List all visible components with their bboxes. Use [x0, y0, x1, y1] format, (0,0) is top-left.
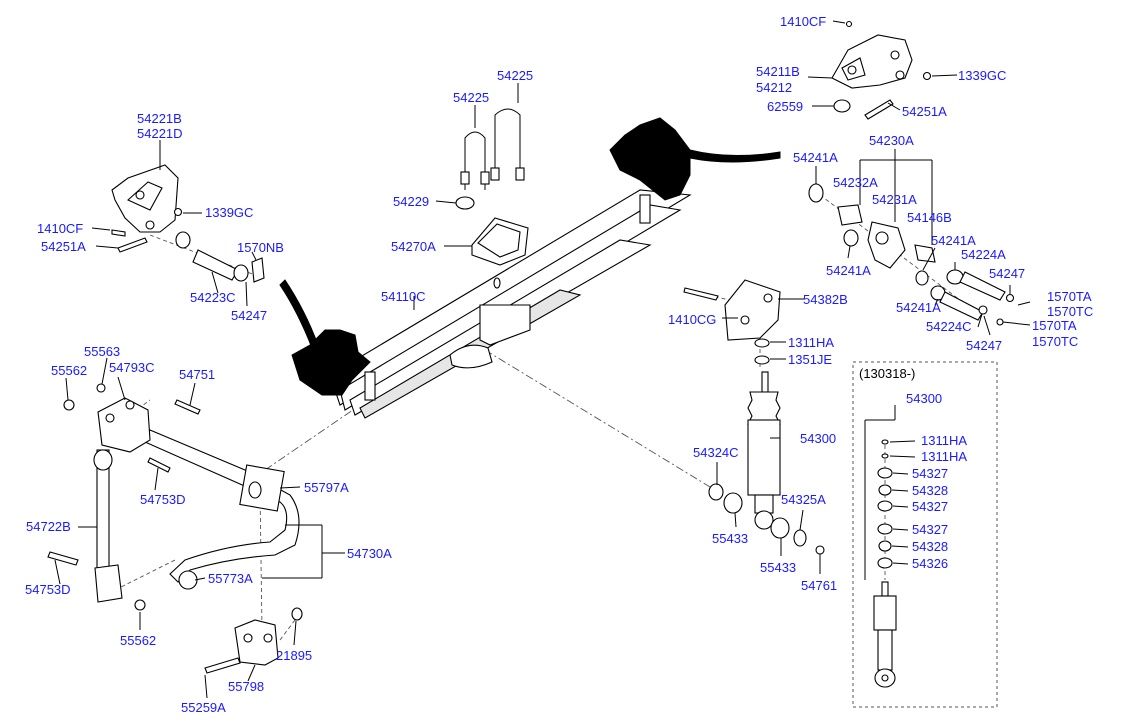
label-54231A[interactable]: 54231A: [872, 192, 917, 207]
label-55797A[interactable]: 55797A: [304, 480, 349, 495]
label-55773A[interactable]: 55773A: [208, 571, 253, 586]
label-1339GC-left[interactable]: 1339GC: [205, 205, 253, 220]
label-54241A-1[interactable]: 54241A: [793, 150, 838, 165]
label-1311HA-box1[interactable]: 1311HA: [921, 433, 967, 448]
label-62559[interactable]: 62559: [767, 99, 803, 114]
label-54230A[interactable]: 54230A: [869, 133, 914, 148]
label-54223C[interactable]: 54223C: [190, 290, 236, 305]
frame-bracket-silhouettes: [279, 117, 781, 396]
label-54793C[interactable]: 54793C: [109, 360, 155, 375]
part-labels: 1410CF 54211B 54212 1339GC 62559 54251A …: [25, 14, 1093, 715]
stabilizer-lower-bracket: [204, 607, 303, 674]
leader-lines: [54, 20, 1031, 699]
label-54328-1[interactable]: 54328: [912, 483, 948, 498]
label-55798[interactable]: 55798: [228, 679, 264, 694]
label-54225-b[interactable]: 54225: [453, 90, 489, 105]
spring-seat-pad: [471, 217, 529, 289]
label-1570TA-2[interactable]: 1570TA: [1032, 318, 1077, 333]
label-54232A[interactable]: 54232A: [833, 175, 878, 190]
label-21895[interactable]: 21895: [276, 648, 312, 663]
shackle-parts: [808, 183, 1015, 326]
label-54753D-b[interactable]: 54753D: [25, 582, 71, 597]
label-55562-top[interactable]: 55562: [51, 363, 87, 378]
label-55433-b[interactable]: 55433: [760, 560, 796, 575]
label-54751[interactable]: 54751: [179, 367, 215, 382]
leaf-spring-assembly: [329, 189, 692, 419]
label-54251A-left[interactable]: 54251A: [41, 239, 86, 254]
label-54224A[interactable]: 54224A: [961, 247, 1006, 262]
label-54247-r1[interactable]: 54247: [989, 266, 1025, 281]
label-55433-a[interactable]: 55433: [712, 531, 748, 546]
label-54247-left[interactable]: 54247: [231, 308, 267, 323]
label-54382B[interactable]: 54382B: [803, 292, 848, 307]
label-54146B[interactable]: 54146B: [907, 210, 952, 225]
label-1570TC-2[interactable]: 1570TC: [1032, 334, 1078, 349]
label-54241A-4[interactable]: 54241A: [896, 300, 941, 315]
rear-hanger-bracket: [831, 20, 932, 120]
label-54225-a[interactable]: 54225: [497, 68, 533, 83]
label-54224C[interactable]: 54224C: [926, 319, 972, 334]
label-54326[interactable]: 54326: [912, 556, 948, 571]
label-54247-r2[interactable]: 54247: [966, 338, 1002, 353]
label-54753D-a[interactable]: 54753D: [140, 492, 186, 507]
label-54730A[interactable]: 54730A: [347, 546, 392, 561]
label-1570TC-1[interactable]: 1570TC: [1047, 304, 1093, 319]
label-1311HA-box2[interactable]: 1311HA: [921, 449, 967, 464]
label-54212[interactable]: 54212: [756, 80, 792, 95]
label-54221B[interactable]: 54221B: [137, 111, 182, 126]
label-54327-2[interactable]: 54327: [912, 499, 948, 514]
label-54221D[interactable]: 54221D: [137, 126, 183, 141]
shock-absorber: [708, 371, 825, 555]
label-54241A-2[interactable]: 54241A: [931, 233, 976, 248]
label-54327-3[interactable]: 54327: [912, 522, 948, 537]
label-54327-1[interactable]: 54327: [912, 466, 948, 481]
label-55563[interactable]: 55563: [84, 344, 120, 359]
label-54325A[interactable]: 54325A: [781, 492, 826, 507]
u-bolts: [455, 108, 525, 210]
stabilizer-bar: [144, 429, 300, 590]
label-55562-bot[interactable]: 55562: [120, 633, 156, 648]
label-54241A-3[interactable]: 54241A: [826, 263, 871, 278]
label-54211B[interactable]: 54211B: [756, 64, 800, 79]
stabilizer-link: [47, 383, 201, 611]
label-1351JE[interactable]: 1351JE: [788, 352, 832, 367]
box-shock-absorber: [873, 581, 897, 688]
front-hanger-bracket: [111, 164, 265, 283]
label-54110C[interactable]: 54110C: [381, 289, 426, 304]
label-54324C[interactable]: 54324C: [693, 445, 739, 460]
label-1339GC-top[interactable]: 1339GC: [958, 68, 1006, 83]
label-1570TA-1[interactable]: 1570TA: [1047, 289, 1092, 304]
shock-upper-bracket: [683, 279, 781, 365]
box-bushing-stack: [877, 439, 893, 569]
label-1410CF-top[interactable]: 1410CF: [780, 14, 826, 29]
label-55259A[interactable]: 55259A: [181, 700, 226, 715]
label-1311HA-mid[interactable]: 1311HA: [788, 335, 834, 350]
label-1410CG[interactable]: 1410CG: [668, 312, 716, 327]
label-54722B[interactable]: 54722B: [26, 519, 71, 534]
label-54328-2[interactable]: 54328: [912, 539, 948, 554]
label-54229[interactable]: 54229: [393, 194, 429, 209]
label-1410CF-left[interactable]: 1410CF: [37, 221, 83, 236]
label-54270A[interactable]: 54270A: [391, 239, 436, 254]
label-54761[interactable]: 54761: [801, 578, 837, 593]
label-54251A-top[interactable]: 54251A: [902, 104, 947, 119]
label-1570NB[interactable]: 1570NB: [237, 240, 284, 255]
variant-date-note: (130318-): [859, 366, 915, 381]
variant-detail-box: [852, 361, 998, 708]
label-54300-mid[interactable]: 54300: [800, 431, 836, 446]
label-54300-box[interactable]: 54300: [906, 391, 942, 406]
